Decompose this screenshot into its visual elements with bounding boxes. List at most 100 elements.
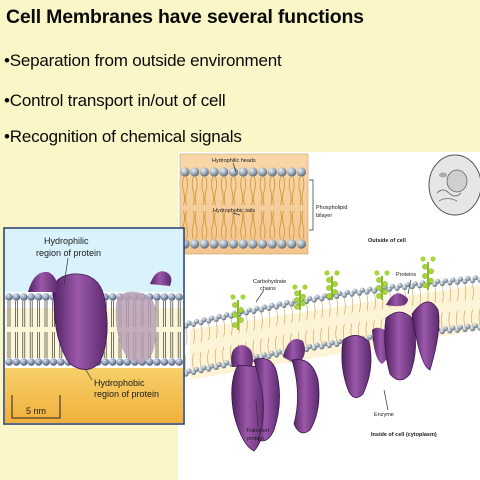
head — [190, 239, 200, 249]
head — [108, 293, 117, 301]
tail — [335, 325, 338, 342]
head — [209, 239, 219, 249]
label-scale: 5 nm — [26, 406, 46, 416]
sugar — [376, 293, 382, 299]
tail — [374, 294, 376, 311]
tail — [301, 176, 305, 206]
head — [27, 293, 35, 301]
label-proteins: Proteins — [396, 272, 416, 278]
tail — [298, 210, 302, 240]
sugar — [428, 268, 434, 275]
sugar — [294, 303, 300, 310]
head — [49, 358, 58, 366]
head — [199, 167, 209, 177]
tail — [291, 306, 293, 324]
head — [367, 334, 373, 340]
sugar — [294, 290, 300, 297]
label-hydrophobic-tails: Hydrophobic tails — [213, 208, 255, 214]
label-phospholipid: Phospholipid — [316, 205, 348, 211]
head — [269, 302, 275, 308]
head — [284, 299, 290, 306]
head — [277, 239, 287, 249]
head — [238, 167, 248, 177]
head — [337, 338, 343, 345]
tail — [267, 337, 270, 354]
tail — [199, 351, 202, 368]
tail — [249, 176, 253, 206]
head — [465, 275, 471, 281]
label-carbohydrate: Carbohydrate — [253, 279, 286, 285]
tail — [276, 309, 278, 326]
head — [209, 363, 215, 369]
tail — [283, 308, 286, 325]
label-inside-of-cell: Inside of cell (cytoplasm) — [371, 432, 437, 438]
head — [269, 350, 275, 356]
head — [219, 167, 229, 177]
tail — [268, 311, 271, 328]
sugar — [334, 270, 340, 276]
label-outside-of-cell: Outside of cell — [368, 238, 406, 244]
sugar — [292, 284, 298, 290]
tail — [252, 210, 256, 240]
head — [246, 307, 252, 313]
head — [477, 277, 480, 283]
tail — [282, 334, 285, 351]
sugar — [326, 277, 332, 283]
head — [442, 325, 448, 332]
head — [180, 167, 190, 177]
sugar — [300, 300, 306, 307]
head — [145, 358, 154, 366]
head — [367, 286, 373, 292]
tail — [305, 330, 307, 347]
tail — [214, 348, 217, 365]
sugar — [374, 270, 380, 276]
head — [287, 167, 297, 177]
tail — [456, 311, 458, 328]
head — [307, 295, 313, 301]
tail — [252, 176, 256, 206]
tail — [233, 210, 237, 240]
head — [457, 276, 463, 282]
tail — [192, 353, 194, 370]
head — [175, 358, 183, 366]
tail — [320, 327, 322, 344]
tail — [214, 210, 218, 240]
head — [344, 289, 350, 295]
head — [238, 239, 248, 249]
tail — [282, 210, 285, 240]
tail — [366, 295, 369, 312]
cell-icon — [428, 154, 480, 216]
tail — [253, 314, 256, 331]
tail — [204, 210, 208, 240]
sugar — [230, 294, 236, 300]
label-bilayer: bilayer — [316, 213, 332, 219]
head — [42, 358, 50, 366]
head — [190, 167, 200, 177]
head — [27, 358, 35, 366]
tail — [464, 284, 467, 301]
sugar — [232, 302, 238, 308]
tail — [327, 326, 330, 343]
head — [267, 167, 277, 177]
sugar — [326, 285, 332, 291]
sugar — [240, 294, 246, 300]
tail — [200, 325, 203, 342]
head — [296, 239, 306, 249]
head — [261, 304, 267, 310]
sugar — [232, 312, 238, 318]
head — [457, 324, 463, 330]
head — [287, 239, 297, 249]
slide-title: Cell Membranes have several functions — [6, 6, 364, 28]
head — [201, 365, 207, 371]
head — [34, 358, 43, 366]
tail — [272, 210, 276, 240]
head — [254, 305, 260, 312]
tail — [328, 300, 331, 317]
head — [101, 358, 109, 366]
tail — [194, 210, 198, 240]
tail — [220, 176, 224, 206]
tail — [261, 312, 263, 329]
bullet-recognition: •Recognition of chemical signals — [4, 127, 242, 146]
tail — [252, 340, 255, 357]
tail — [291, 210, 295, 240]
